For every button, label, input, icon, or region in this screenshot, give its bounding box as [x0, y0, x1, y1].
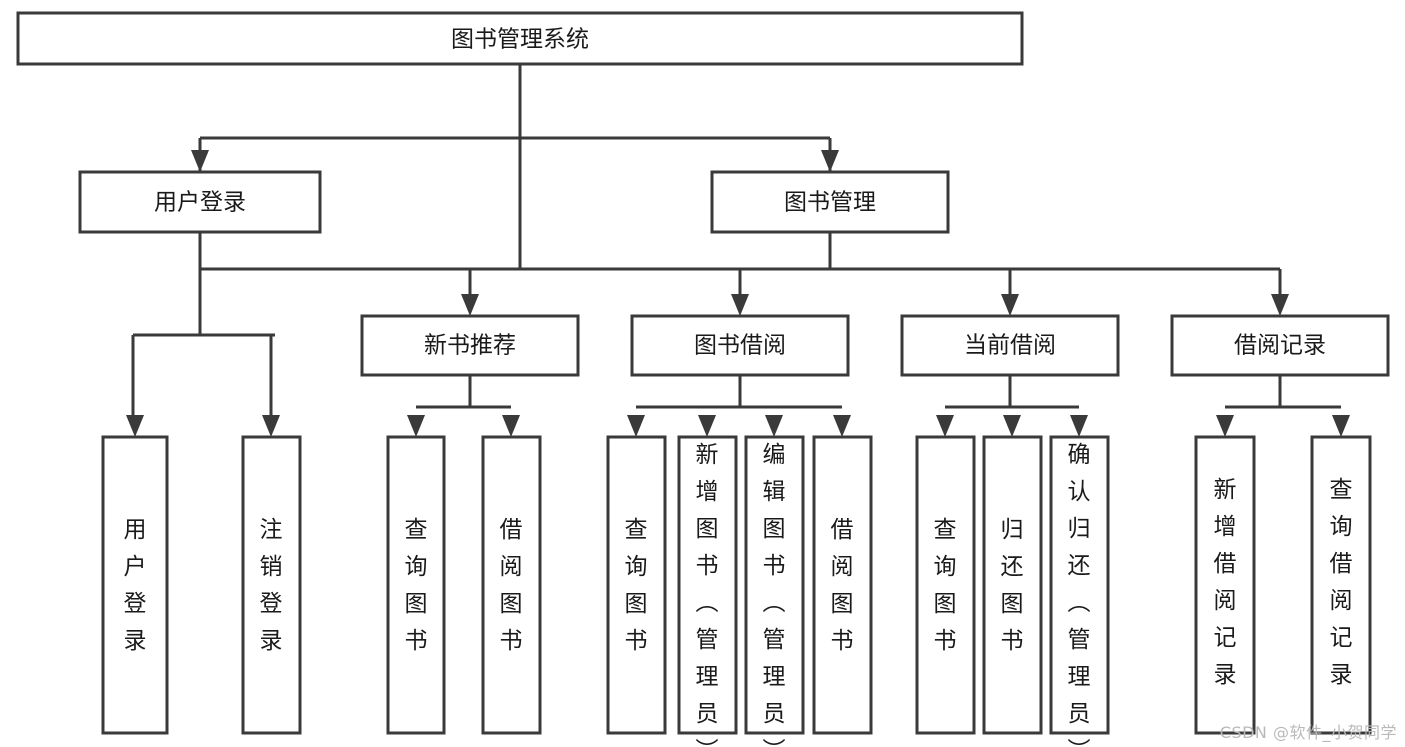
node-book-management-system[interactable]: 图书管理系统	[16, 11, 1024, 66]
arrow-user-login-leaf-1	[126, 415, 144, 437]
arrow-bm-to-current-borrow	[1001, 294, 1019, 316]
node-label-user-login: 用户登录	[154, 190, 246, 216]
arrow-cb-leaf-1	[936, 415, 954, 437]
node-box-leaf-add-record[interactable]	[1194, 435, 1256, 735]
vertical-label-text: 新增借阅记录	[1214, 477, 1237, 688]
arrow-bm-to-borrow-record	[1271, 294, 1289, 316]
vertical-label-text: 查询图书	[625, 517, 648, 654]
node-box-leaf-query-book-1[interactable]	[386, 435, 446, 735]
arrow-user-login-leaf-2	[262, 415, 280, 437]
node-book-management[interactable]: 图书管理	[710, 170, 950, 234]
node-leaf-user-logout[interactable]	[241, 435, 302, 735]
node-box-borrow-record[interactable]	[1170, 314, 1390, 377]
node-box-leaf-confirm-return[interactable]	[1049, 435, 1110, 735]
connector-group-root	[198, 64, 832, 271]
vertical-label-text: 查询图书	[405, 517, 428, 654]
arrow-bm-to-new-book-recommend	[461, 294, 479, 316]
node-leaf-query-book-3[interactable]	[915, 435, 976, 735]
vertical-label-text: 查询借阅记录	[1330, 477, 1353, 688]
node-leaf-user-login[interactable]	[101, 435, 169, 735]
vertical-label-text: 注销登录	[260, 517, 283, 654]
arrow-bb-leaf-3	[765, 415, 783, 437]
node-leaf-borrow-book-1[interactable]	[481, 435, 542, 735]
node-current-borrow[interactable]: 当前借阅	[900, 314, 1120, 377]
arrow-nbr-leaf-2	[502, 415, 520, 437]
vertical-label-text: 查询图书	[934, 517, 957, 654]
node-leaf-add-book[interactable]	[677, 435, 738, 735]
vertical-label-text: 借阅图书	[500, 517, 523, 654]
node-box-root[interactable]	[16, 11, 1024, 66]
node-box-leaf-query-book-3[interactable]	[915, 435, 976, 735]
node-leaf-query-book-2[interactable]	[606, 435, 667, 735]
node-label-current-borrow: 当前借阅	[964, 333, 1056, 359]
edges-layer	[126, 64, 1350, 437]
vertical-label-text: 编辑图书︵管理员︶	[763, 442, 786, 747]
node-box-book-borrow[interactable]	[630, 314, 850, 377]
node-box-leaf-borrow-book-1[interactable]	[481, 435, 542, 735]
vertical-label-text: 确认归还︵管理员︶	[1068, 442, 1091, 747]
node-borrow-record[interactable]: 借阅记录	[1170, 314, 1390, 377]
node-label-root: 图书管理系统	[451, 27, 589, 53]
node-box-leaf-user-logout[interactable]	[241, 435, 302, 735]
node-new-book-recommend[interactable]: 新书推荐	[360, 314, 580, 377]
vertical-label-text: 归还图书	[1001, 517, 1024, 654]
arrow-root-to-user-login	[191, 150, 209, 172]
node-label-book-management: 图书管理	[784, 190, 876, 216]
node-leaf-confirm-return[interactable]	[1049, 435, 1110, 735]
node-box-leaf-query-book-2[interactable]	[606, 435, 667, 735]
arrow-cb-leaf-2	[1003, 415, 1021, 437]
node-user-login[interactable]: 用户登录	[78, 170, 322, 234]
vertical-label-text: 新增图书︵管理员︶	[696, 442, 719, 747]
arrow-bm-to-book-borrow	[731, 294, 749, 316]
arrow-bb-leaf-1	[627, 415, 645, 437]
node-box-leaf-query-record[interactable]	[1310, 435, 1372, 735]
vertical-label-text: 借阅图书	[831, 517, 854, 654]
node-leaf-query-record[interactable]	[1310, 435, 1372, 735]
arrow-bb-leaf-2	[698, 415, 716, 437]
csdn-watermark: CSDN @软件_小贺同学	[1219, 723, 1397, 742]
node-box-leaf-add-book[interactable]	[677, 435, 738, 735]
node-box-leaf-borrow-book-2[interactable]	[812, 435, 873, 735]
arrow-br-leaf-2	[1332, 415, 1350, 437]
node-box-leaf-user-login[interactable]	[101, 435, 169, 735]
node-label-book-borrow: 图书借阅	[694, 333, 786, 359]
node-leaf-edit-book[interactable]	[744, 435, 805, 735]
node-label-borrow-record: 借阅记录	[1234, 333, 1326, 359]
node-leaf-add-record[interactable]	[1194, 435, 1256, 735]
arrow-br-leaf-1	[1216, 415, 1234, 437]
node-leaf-query-book-1[interactable]	[386, 435, 446, 735]
arrow-nbr-leaf-1	[407, 415, 425, 437]
node-box-leaf-edit-book[interactable]	[744, 435, 805, 735]
node-leaf-borrow-book-2[interactable]	[812, 435, 873, 735]
arrow-root-to-book-management	[821, 150, 839, 172]
node-book-borrow[interactable]: 图书借阅	[630, 314, 850, 377]
node-label-new-book-recommend: 新书推荐	[424, 333, 516, 359]
vertical-label-text: 用户登录	[124, 517, 147, 654]
node-box-leaf-return-book[interactable]	[982, 435, 1043, 735]
node-leaf-return-book[interactable]	[982, 435, 1043, 735]
vertical-labels-layer: 用户登录 注销登录 查询图书 借阅图书 查询图书 新增图书︵管理员︶ 编辑图书︵管理员︶ 借阅…	[124, 442, 1353, 747]
arrow-cb-leaf-3	[1070, 415, 1088, 437]
arrow-bb-leaf-4	[833, 415, 851, 437]
